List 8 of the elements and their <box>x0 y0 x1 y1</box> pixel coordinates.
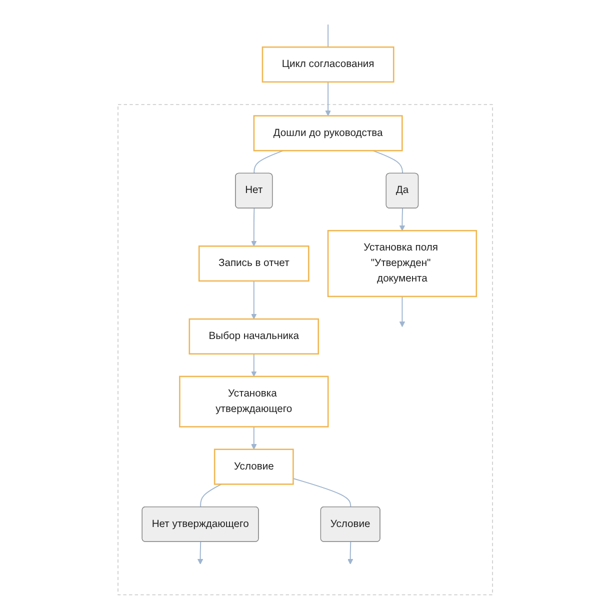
node-box: Цикл согласования <box>262 46 394 83</box>
node-box: Запись в отчет <box>198 245 310 282</box>
node-box: Установка утверждающего <box>178 376 328 428</box>
node-box: Выбор начальника <box>188 318 319 355</box>
cluster <box>117 104 493 596</box>
node-box: Условие <box>214 448 294 485</box>
node-box: Установка поля "Утвержден" документа <box>327 230 477 298</box>
node-box: Дошли до руководства <box>253 115 403 152</box>
